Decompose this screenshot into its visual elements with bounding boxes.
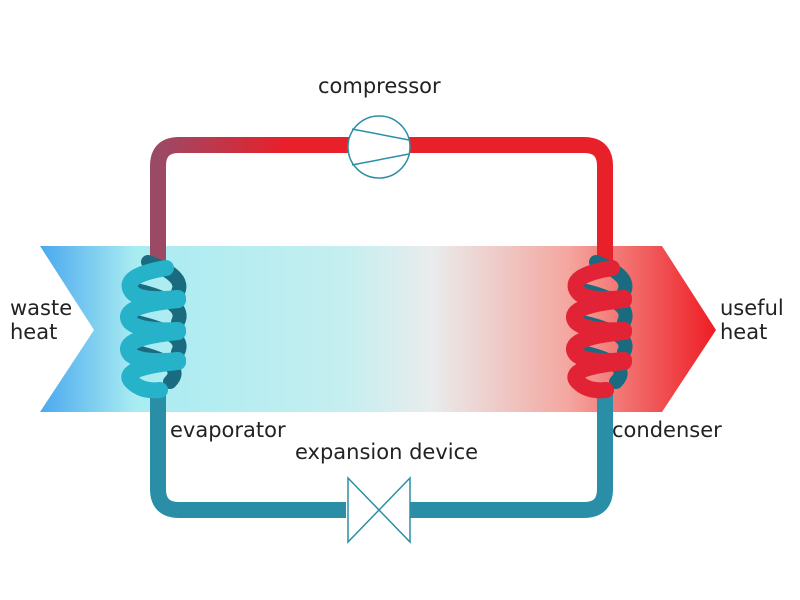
condenser-coil bbox=[566, 255, 633, 399]
expansion-device-label: expansion device bbox=[295, 440, 479, 464]
heat-flow-arrow bbox=[40, 246, 716, 412]
useful-heat-label-line-1: useful bbox=[720, 296, 784, 320]
waste-heat-label-line-1: waste bbox=[10, 296, 73, 320]
useful-heat-label-line-2: heat bbox=[720, 320, 768, 344]
expansion-valve-symbol bbox=[346, 476, 411, 544]
waste-heat-label: waste heat bbox=[10, 296, 72, 344]
useful-heat-label: useful heat bbox=[720, 296, 784, 344]
compressor-label: compressor bbox=[318, 74, 441, 98]
compressor-symbol bbox=[347, 115, 411, 179]
evaporator-label: evaporator bbox=[170, 418, 286, 442]
evaporator-coil bbox=[120, 255, 187, 399]
condenser-label: condenser bbox=[612, 418, 722, 442]
waste-heat-label-line-2: heat bbox=[10, 320, 58, 344]
